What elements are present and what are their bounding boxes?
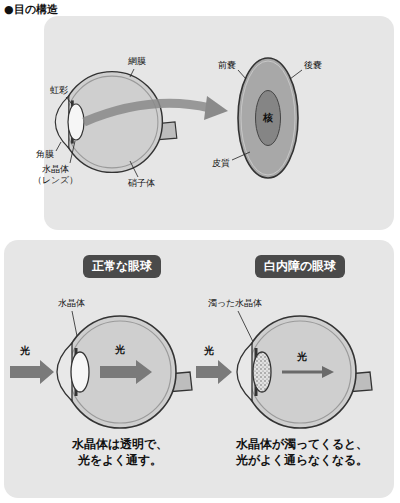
light-arrow — [196, 360, 232, 384]
bottom-panel — [4, 240, 394, 498]
caption-note: 水晶体は透明で、 光をよく通す。 — [45, 436, 195, 468]
normal-eye — [57, 316, 192, 428]
drawing-part — [66, 97, 72, 104]
leader-lines — [56, 69, 302, 352]
part-name: 水晶体 （レンズ） — [30, 164, 80, 186]
heading-box: 白内障の眼球 — [255, 255, 345, 278]
lens-detail — [238, 58, 298, 178]
light-label: 光 — [296, 351, 308, 363]
part-name: 後嚢 — [304, 60, 322, 71]
node-text: 白内障の眼球 — [264, 258, 336, 275]
zoom-arrow — [84, 103, 210, 122]
drawing-part — [70, 141, 75, 163]
drawing-part — [130, 69, 134, 77]
cataract-eye — [237, 316, 372, 428]
node-text: 正常な眼球 — [92, 258, 152, 275]
lens-capsule — [241, 61, 295, 175]
figure-title: ●目の構造 — [4, 2, 58, 17]
light-label: 光 — [114, 344, 126, 356]
cloudy-lens — [253, 352, 271, 392]
light-label: 光 — [20, 345, 30, 357]
drawing-part — [238, 70, 246, 79]
weak-light-arrow — [282, 371, 324, 374]
part-name: 角膜 — [36, 149, 54, 160]
heading-box: 正常な眼球 — [83, 255, 161, 278]
part-name: 網膜 — [128, 56, 146, 67]
drawing-part — [130, 161, 138, 177]
light-label: 光 — [204, 345, 214, 357]
eye-section — [55, 72, 177, 173]
caption-note: 水晶体が濁ってくると、 光がよく通らなくなる。 — [222, 436, 382, 468]
zoom-arrow-head — [204, 96, 228, 120]
clear-lens — [71, 352, 89, 392]
drawing-part — [56, 142, 61, 151]
drawing-part — [290, 70, 302, 79]
part-name: 虹彩 — [50, 85, 68, 96]
lens — [68, 104, 84, 140]
part-name: 皮質 — [212, 158, 230, 169]
lens-nucleus: 核 — [255, 90, 281, 146]
drawing-part — [232, 152, 250, 160]
part-name: 濁った水晶体 — [208, 298, 262, 309]
nucleus-outline — [256, 91, 281, 146]
part-name: 前嚢 — [218, 60, 236, 71]
weak-light-arrow-head — [322, 366, 334, 378]
top-panel — [44, 16, 394, 230]
part-name: 水晶体 — [58, 298, 85, 309]
light-arrow — [10, 360, 54, 384]
part-name: 硝子体 — [128, 178, 155, 189]
node-text: 核 — [263, 111, 273, 125]
light-arrow — [100, 360, 152, 384]
